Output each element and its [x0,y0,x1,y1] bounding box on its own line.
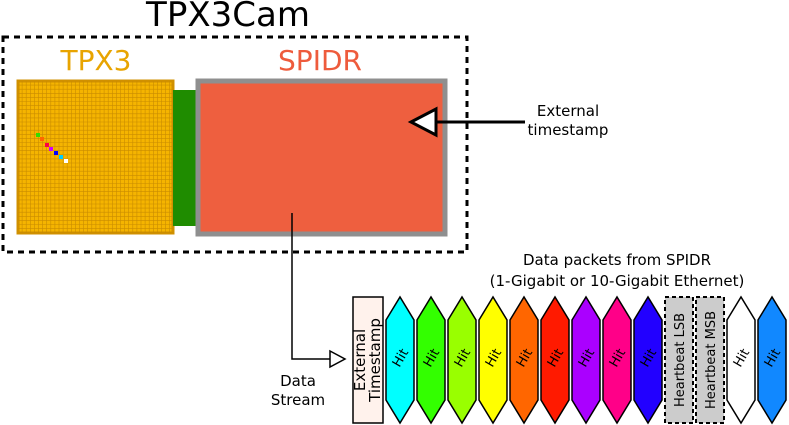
tpx3-hit-pixel [45,143,49,147]
external-timestamp-label-line1: External [537,102,599,120]
external-timestamp-label-line2: timestamp [528,121,609,139]
tpx3-chip [16,79,175,235]
tpx3-hit-pixel [36,133,40,137]
external-timestamp-arrow [407,106,525,138]
tpx3-hit-pixel [49,147,53,151]
packet-hit: Hit [509,295,539,425]
packet-hit: Hit [416,295,446,425]
tpx3-hit-pixel [59,155,63,159]
packet-hit: Hit [540,295,570,425]
packet-hit: Hit [726,295,756,425]
packet-external-timestamp-line2: Timestamp [366,318,384,403]
tpx3cam-boundary [1,35,469,254]
diagram-title: TPX3Cam [145,0,310,35]
chip-connector [173,90,198,226]
packet-hit: Hit [633,295,663,425]
packet-external-timestamp: External Timestamp [351,296,384,424]
packet-heartbeat-lsb: Heartbeat LSB [664,296,694,424]
data-stream-label-line2: Stream [271,391,325,409]
packet-hit: Hit [385,295,415,425]
packet-external-timestamp-line1: External [351,329,369,391]
tpx3-hit-pixel [64,159,68,163]
data-stream-arrow [291,213,347,369]
packet-heartbeat-msb: Heartbeat MSB [695,296,725,424]
tpx3-pixel-grid [18,81,173,233]
packet-hit: Hit [447,295,477,425]
tpx3-hit-pixels [36,133,68,163]
spidr-label: SPIDR [278,44,362,77]
spidr-board [195,78,448,237]
packets-caption-line1: Data packets from SPIDR [523,251,711,269]
packet-hit: Hit [602,295,632,425]
tpx3-hit-pixel [40,137,44,141]
packets-caption-line2: (1-Gigabit or 10-Gigabit Ethernet) [490,272,745,290]
tpx3-hit-pixel [54,151,58,155]
tpx3-label: TPX3 [60,44,132,77]
packet-heartbeat-label: Heartbeat LSB [673,313,688,407]
packet-hit: Hit [478,295,508,425]
packet-hit: Hit [571,295,601,425]
data-stream-label-line1: Data [280,372,316,390]
packet-hit: Hit [757,295,787,425]
packet-heartbeat-label: Heartbeat MSB [704,311,719,409]
